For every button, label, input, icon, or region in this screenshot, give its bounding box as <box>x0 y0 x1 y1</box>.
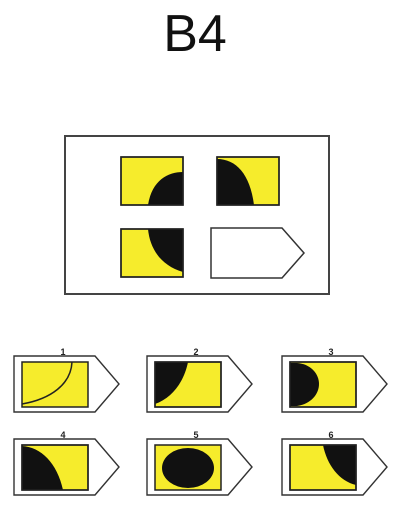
answer-option-5[interactable]: 5 <box>146 430 254 497</box>
matrix-cell-top-right <box>216 156 280 206</box>
answer-option-3[interactable]: 3 <box>281 347 389 414</box>
option-number: 5 <box>193 430 199 440</box>
answer-option-6[interactable]: 6 <box>281 430 389 497</box>
answer-option-1[interactable]: 1 <box>13 347 121 414</box>
answer-option-2[interactable]: 2 <box>146 347 254 414</box>
option-number: 1 <box>60 347 66 357</box>
option-number: 3 <box>328 347 334 357</box>
option-number: 4 <box>60 430 66 440</box>
option-number: 2 <box>193 347 199 357</box>
answer-slot <box>210 226 306 280</box>
puzzle-title: B4 <box>163 5 227 63</box>
matrix-cell-bottom-left <box>120 228 184 278</box>
matrix-panel <box>64 135 330 295</box>
answer-option-4[interactable]: 4 <box>13 430 121 497</box>
option-number: 6 <box>328 430 334 440</box>
matrix-cell-top-left <box>120 156 184 206</box>
